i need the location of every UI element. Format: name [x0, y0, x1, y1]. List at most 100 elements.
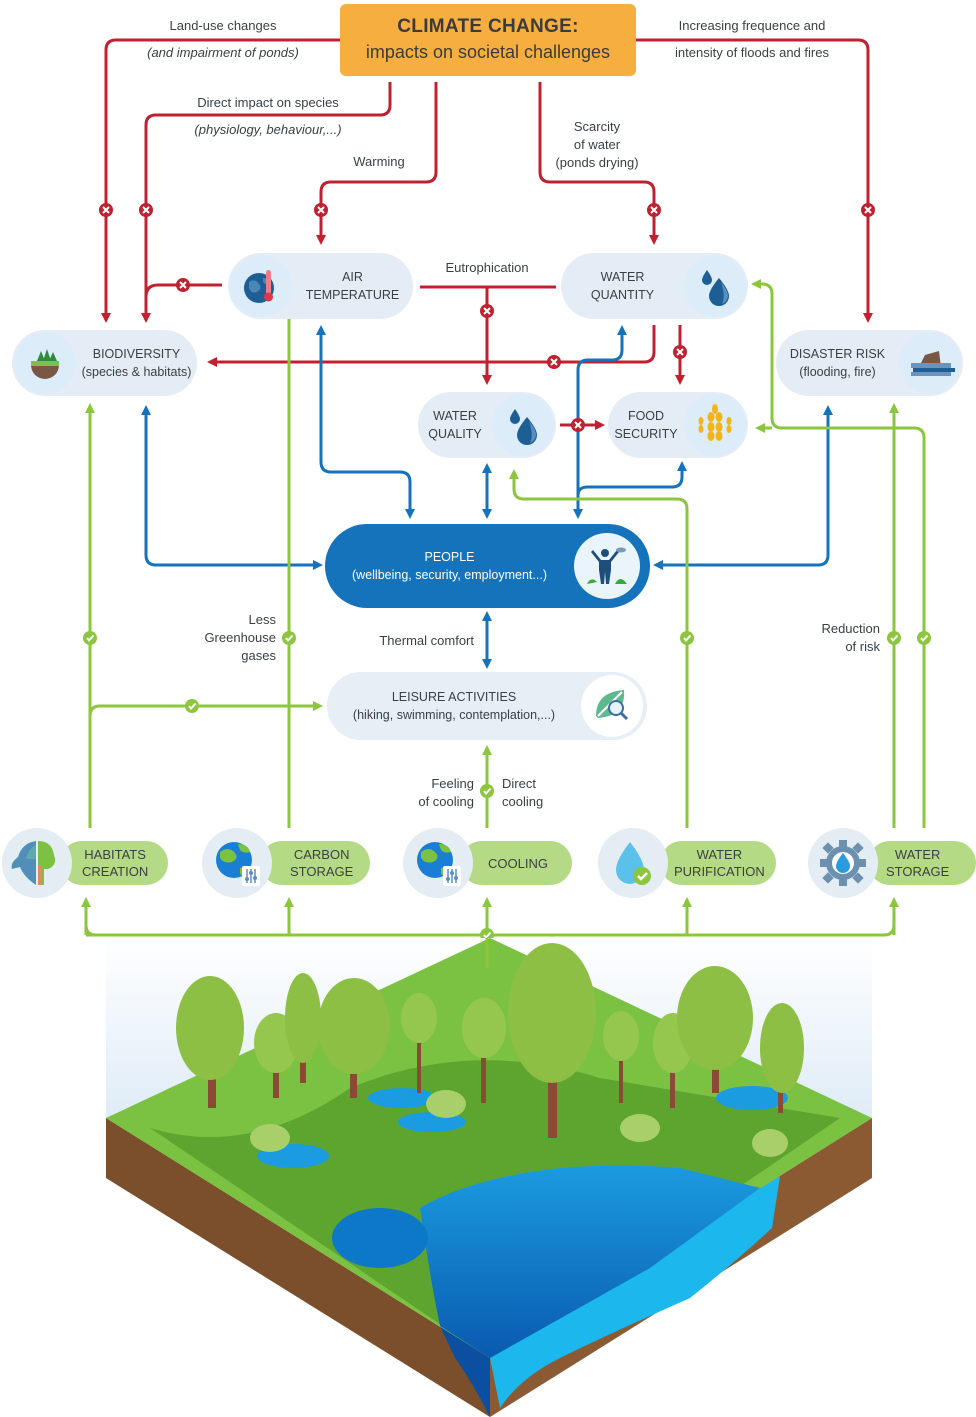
- service-habitats-creation: HABITATS CREATION: [60, 841, 168, 885]
- node-water-quality-line2: QUALITY: [428, 427, 482, 441]
- service-carbon-line2: STORAGE: [290, 864, 354, 879]
- link-disaster-people: [653, 405, 833, 570]
- link-waterquantity-people: [573, 325, 627, 519]
- label-less-ghg: Less: [248, 612, 276, 627]
- tree: [462, 998, 506, 1103]
- tree: [401, 993, 437, 1093]
- node-disaster-risk: DISASTER RISK(flooding, fire): [776, 330, 963, 396]
- leaf-magnifier-icon: [581, 675, 643, 737]
- label-feeling-cooling: Feeling: [431, 776, 474, 791]
- positive-marker-icon: [185, 699, 199, 713]
- water-cut-left: [440, 1326, 490, 1417]
- node-biodiversity: BIODIVERSITY(species & habitats): [12, 330, 197, 396]
- soil-left: [106, 1118, 490, 1417]
- label-land-use: Land-use changes: [169, 18, 277, 33]
- link-habitats-leisure: [88, 701, 323, 717]
- node-disaster-risk-line1: DISASTER RISK: [789, 347, 886, 361]
- globe-thermometer-icon: [230, 255, 292, 317]
- service-cooling-line1: COOLING: [488, 855, 548, 871]
- link-floods-disaster: [636, 38, 873, 323]
- positive-marker-icon: [83, 631, 97, 645]
- label-eutrophication: Eutrophication: [445, 260, 529, 275]
- bushes: [250, 1090, 788, 1157]
- link-scarcity-waterquantity: [538, 82, 659, 245]
- label-land-use-sub: (and impairment of ponds): [147, 45, 299, 60]
- label-floods-2: intensity of floods and fires: [675, 45, 829, 60]
- water-cut-right: [490, 1176, 780, 1408]
- tree: [176, 976, 244, 1108]
- label-reduction-risk: Reduction: [821, 621, 880, 636]
- water-drops-icon: [492, 394, 554, 456]
- negative-marker-icon: [673, 345, 687, 359]
- tree: [760, 1003, 804, 1113]
- positive-markers: [83, 631, 931, 942]
- gear-drop-icon: [808, 828, 878, 898]
- node-water-quality-line1: WATER: [433, 409, 477, 423]
- link-storage-waterquantity: [751, 279, 926, 828]
- tree: [677, 966, 753, 1093]
- tree: [603, 1011, 639, 1103]
- node-air-temperature-line2: TEMPERATURE: [305, 288, 400, 302]
- node-water-quality: WATER QUALITY: [418, 392, 556, 458]
- positive-marker-icon: [680, 631, 694, 645]
- node-people-line2: (wellbeing, security, employment...): [352, 568, 547, 582]
- link-landuse-biodiversity: [101, 38, 340, 323]
- link-airtemp-biodiversity: [144, 283, 222, 318]
- positive-marker-icon: [282, 631, 296, 645]
- service-habitats-line2: CREATION: [82, 864, 149, 879]
- link-biodiversity-people: [141, 405, 323, 570]
- positive-marker-icon: [917, 631, 931, 645]
- link-warming-airtemp: [316, 82, 438, 245]
- flooded-house-icon: [899, 332, 961, 394]
- negative-marker-icon: [571, 418, 585, 432]
- label-direct-impact-sub: (physiology, behaviour,...): [194, 122, 342, 137]
- node-people: PEOPLE (wellbeing, security, employment..…: [325, 524, 650, 608]
- label-scarcity-3: (ponds drying): [555, 155, 639, 170]
- link-airtemp-people: [316, 325, 415, 519]
- negative-marker-icon: [99, 203, 113, 217]
- forest-soil-icon: [14, 332, 76, 394]
- globe-sliders-icon: [202, 828, 272, 898]
- service-storage-line1: WATER: [894, 847, 941, 862]
- node-air-temperature-line1: AIR: [342, 270, 363, 284]
- connector-diagram: [81, 38, 931, 950]
- service-habitats-line1: HABITATS: [84, 847, 146, 862]
- service-cooling: COOLING: [460, 841, 572, 885]
- link-directimpact-biodiversity: [141, 82, 392, 323]
- node-food-security-line2: SECURITY: [614, 427, 678, 441]
- label-direct-cooling: Direct: [502, 776, 536, 791]
- service-water-storage: WATER STORAGE: [868, 841, 976, 885]
- tree: [508, 943, 596, 1138]
- pond-landscape-illustration: [106, 938, 872, 1417]
- positive-marker-icon: [480, 784, 494, 798]
- service-storage-line2: STORAGE: [886, 864, 950, 879]
- negative-markers: [99, 203, 875, 432]
- node-air-temperature: AIR TEMPERATURE: [228, 253, 413, 319]
- negative-marker-icon: [480, 304, 494, 318]
- pond-small-2: [368, 1088, 436, 1108]
- turtle-tree-icon: [2, 828, 72, 898]
- drop-check-icon: [598, 828, 668, 898]
- label-scarcity-2: of water: [573, 137, 621, 152]
- link-waterquantity-biodiversity: [207, 325, 656, 367]
- label-warming: Warming: [353, 154, 405, 169]
- node-biodiversity-line2: (species & habitats): [81, 365, 192, 379]
- node-people-line1: PEOPLE: [424, 550, 475, 564]
- negative-marker-icon: [647, 203, 661, 217]
- person-cheering-icon: [574, 533, 640, 599]
- globe-sliders-icon: [403, 828, 473, 898]
- negative-marker-icon: [139, 203, 153, 217]
- link-food-people: [576, 461, 687, 500]
- label-scarcity: Scarcity: [573, 119, 621, 134]
- negative-marker-icon: [314, 203, 328, 217]
- trees: [176, 943, 804, 1138]
- wheat-icon: [684, 394, 746, 456]
- node-leisure-activities: LEISURE ACTIVITIES(hiking, swimming, con…: [327, 672, 647, 740]
- pond-left: [332, 1208, 428, 1268]
- label-feeling-cooling-2: of cooling: [418, 794, 474, 809]
- node-water-quantity-line2: QUANTITY: [590, 288, 655, 302]
